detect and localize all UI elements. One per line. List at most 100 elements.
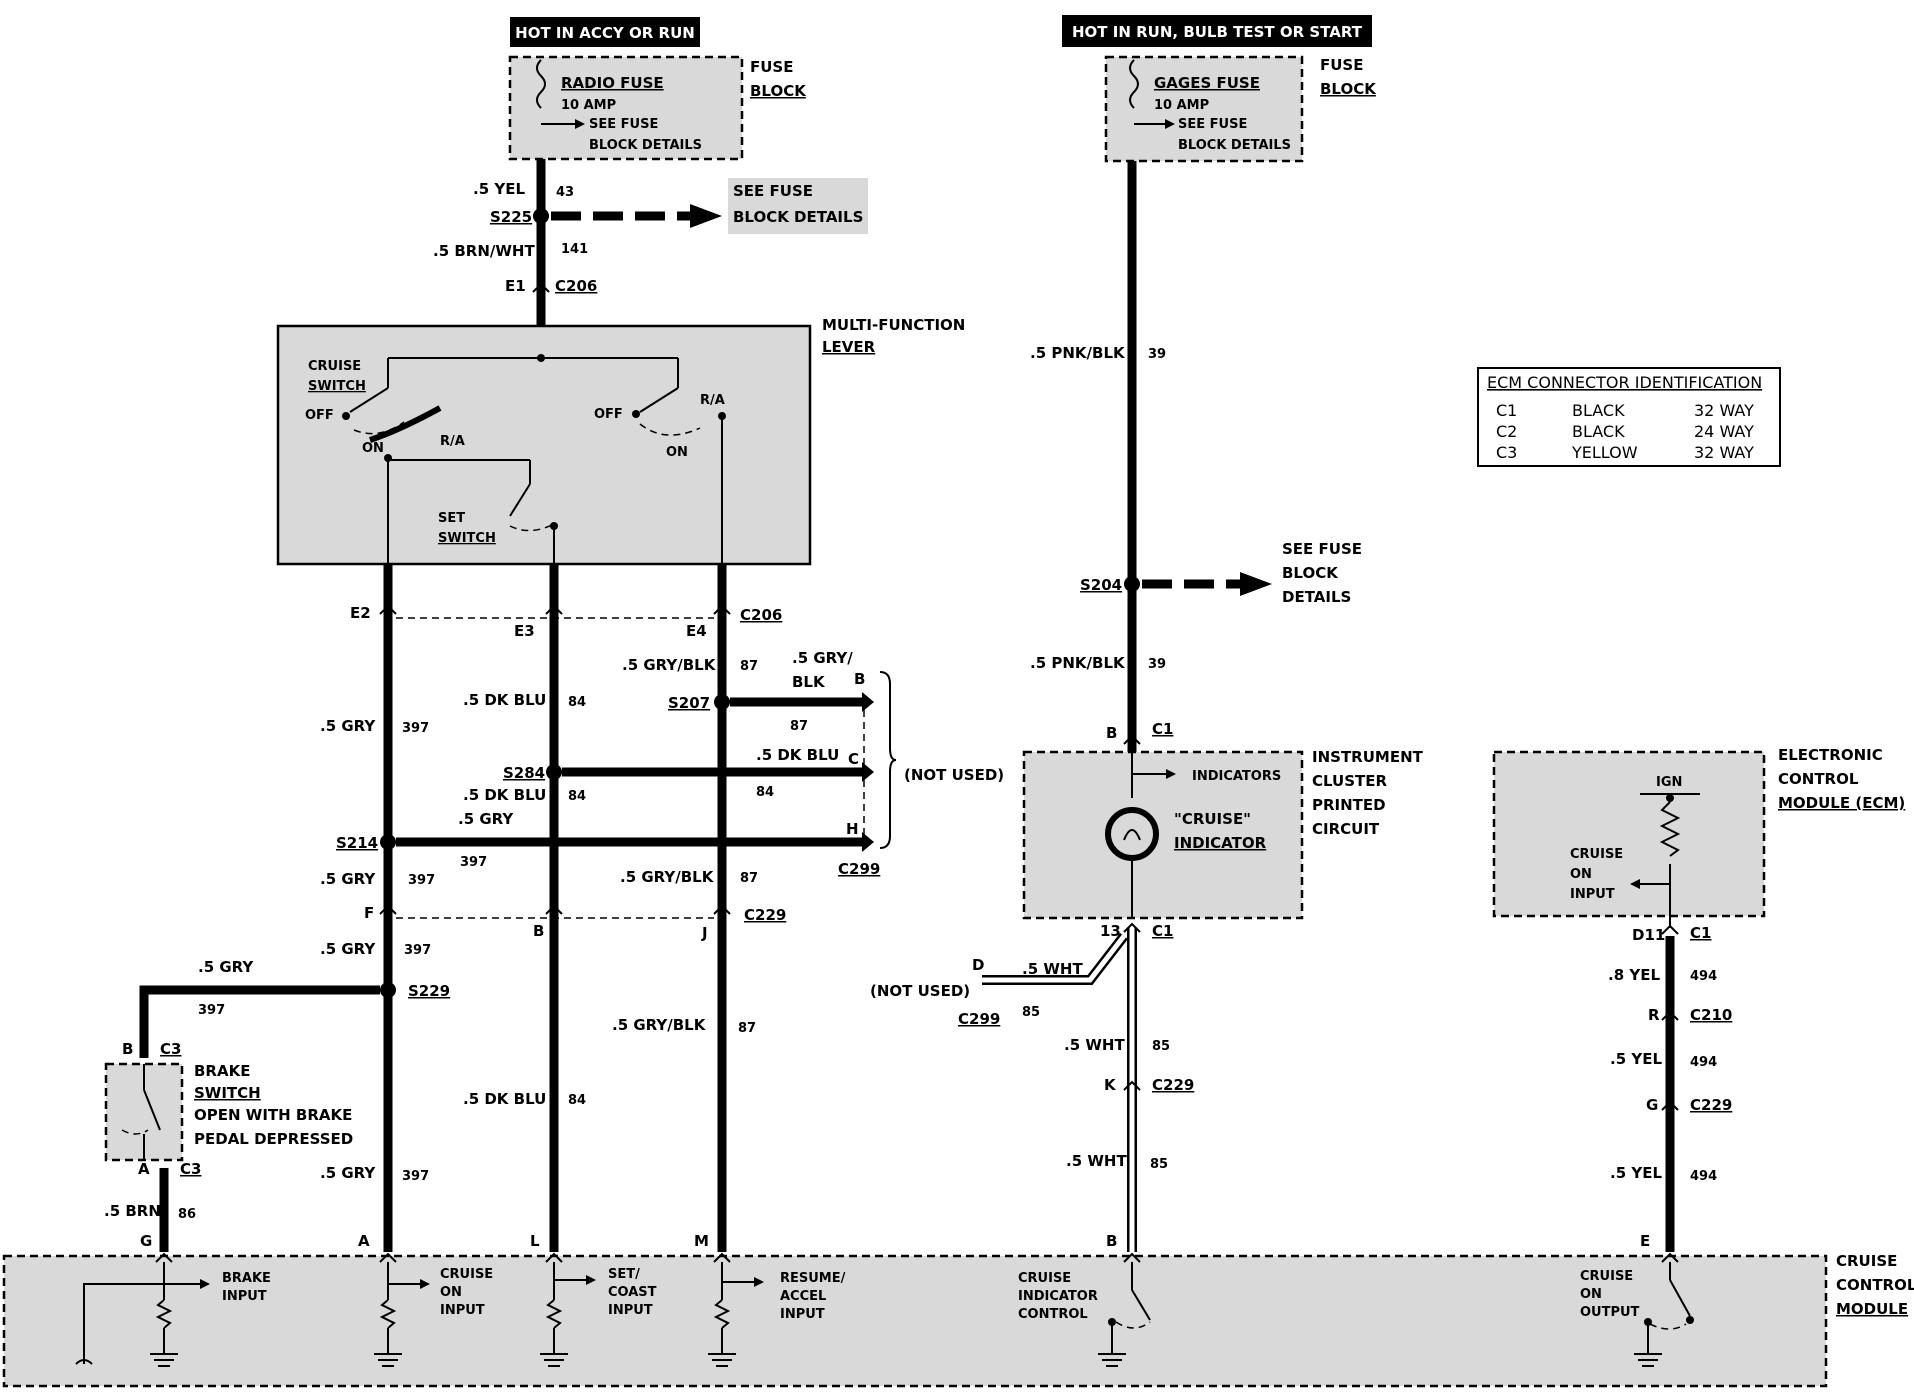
wire-label-wht-low: .5 WHT — [1066, 1152, 1127, 1170]
set-label: SET — [438, 511, 465, 526]
wire-code-87-mid: 87 — [740, 871, 758, 886]
cruise-ra: R/A — [440, 434, 465, 449]
conn-c1-cluster-bottom: C1 — [1152, 922, 1173, 940]
splice-s207 — [714, 694, 730, 710]
conn-r: R — [1648, 1006, 1660, 1024]
cruise-switch-switch: SWITCH — [308, 379, 366, 394]
gages-fuse-box — [1104, 55, 1304, 163]
conn-b-brake: B — [122, 1040, 133, 1058]
ccm-output: OUTPUT — [1580, 1305, 1640, 1320]
radio-fuse-amp: 10 AMP — [561, 98, 616, 113]
ccm-brake-input: INPUT — [222, 1289, 267, 1304]
conn-e4: E4 — [686, 622, 707, 640]
wire-code-494-mid: 494 — [1690, 1055, 1717, 1070]
wire-label-pnkblk-top: .5 PNK/BLK — [1030, 344, 1126, 362]
cruise-switch-cruise: CRUISE — [308, 359, 361, 374]
ccm-pin-b: B — [1106, 1232, 1117, 1250]
splice-s225 — [533, 208, 549, 224]
ccm-set: SET/ — [608, 1267, 640, 1282]
cluster-label-2: CLUSTER — [1312, 772, 1387, 790]
right-block-label: BLOCK — [1320, 80, 1377, 98]
conn-c1-cluster-top: C1 — [1152, 720, 1173, 738]
conn-c3-bottom: C3 — [180, 1160, 201, 1178]
radio-fuse-see: SEE FUSE — [589, 117, 658, 132]
radio-fuse-details: BLOCK DETAILS — [589, 138, 702, 153]
ecm-row-2-color: BLACK — [1572, 422, 1625, 441]
wire-code-84-mid: 84 — [568, 789, 586, 804]
ccm-on-1: ON — [440, 1285, 462, 1300]
ground-icon — [540, 1353, 568, 1367]
ra-label: R/A — [700, 393, 725, 408]
wire-code-39-top: 39 — [1148, 347, 1166, 362]
brake-label-1: BRAKE — [194, 1062, 250, 1080]
wire-s229-brake — [139, 985, 380, 1058]
splice-s204-label: S204 — [1080, 576, 1122, 594]
ccm-on-3: ON — [1580, 1287, 1602, 1302]
wire-label-yel-low: .5 YEL — [1610, 1164, 1662, 1182]
wire-label-yel: .5 YEL — [473, 180, 525, 198]
gages-fuse-symbol — [1129, 59, 1139, 109]
ccm-brake: BRAKE — [222, 1271, 271, 1286]
wire-label-gry-top: .5 GRY — [320, 717, 376, 735]
ecm-label-1: ELECTRONIC — [1778, 746, 1883, 764]
wire-label-brnwht: .5 BRN/WHT — [433, 242, 535, 260]
ccm-label-2: CONTROL — [1836, 1276, 1914, 1294]
ecm-ign: IGN — [1656, 775, 1682, 790]
see-fuse-left-2: BLOCK DETAILS — [733, 208, 863, 226]
left-fuse-label: FUSE — [750, 58, 793, 76]
conn-c229-right: C229 — [1152, 1076, 1194, 1094]
ground-icon — [150, 1353, 178, 1367]
ecm-cruise: CRUISE — [1570, 847, 1623, 862]
conn-d11: D11 — [1632, 926, 1665, 944]
conn-c299-right: C299 — [958, 1010, 1000, 1028]
wire-code-397-mid: 397 — [408, 873, 435, 888]
ecm-label-3: MODULE (ECM) — [1778, 794, 1905, 812]
wire-code-494-top: 494 — [1690, 969, 1717, 984]
wire-code-87-branch: 87 — [790, 719, 808, 734]
cluster-indicator: INDICATOR — [1174, 834, 1267, 852]
ccm-pin-m: M — [694, 1232, 709, 1250]
ccm-label-3: MODULE — [1836, 1300, 1908, 1318]
ccm-cruise-3: CRUISE — [1580, 1269, 1633, 1284]
ecm-box — [1492, 750, 1766, 918]
ccm-resume: RESUME/ — [780, 1271, 846, 1286]
see-fuse-right-2: BLOCK — [1282, 564, 1339, 582]
splice-s214 — [380, 834, 396, 850]
ccm-pin-a: A — [358, 1232, 370, 1250]
conn-c299-left: C299 — [838, 860, 880, 878]
right-fuse-label: FUSE — [1320, 56, 1363, 74]
see-fuse-right-1: SEE FUSE — [1282, 540, 1362, 558]
wire-label-dkblu-top: .5 DK BLU — [463, 691, 546, 709]
see-fuse-left-box — [728, 178, 868, 234]
right-power-header-box — [1062, 15, 1372, 47]
wire-label-pnkblk-low: .5 PNK/BLK — [1030, 654, 1126, 672]
ccm-input-1: INPUT — [440, 1303, 485, 1318]
wire-label-dkblu-mid: .5 DK BLU — [463, 786, 546, 804]
conn-c3-top: C3 — [160, 1040, 181, 1058]
ecm-row-1-color: BLACK — [1572, 401, 1625, 420]
ccm-accel: ACCEL — [780, 1289, 826, 1304]
gages-fuse-see: SEE FUSE — [1178, 117, 1247, 132]
splice-s204 — [1124, 576, 1140, 592]
wire-code-39-low: 39 — [1148, 657, 1166, 672]
conn-c-c299: C — [848, 750, 859, 768]
ecm-on: ON — [1570, 867, 1592, 882]
wire-code-397-low: 397 — [404, 943, 431, 958]
right-power-header: HOT IN RUN, BULB TEST OR START — [1072, 23, 1363, 41]
ccm-cruise-2: CRUISE — [1018, 1271, 1071, 1286]
cluster-indicators: INDICATORS — [1192, 769, 1281, 784]
ecm-row-3-way: 32 WAY — [1694, 443, 1754, 462]
conn-k: K — [1104, 1076, 1117, 1094]
ecm-row-2-id: C2 — [1496, 422, 1517, 441]
splice-s207-label: S207 — [668, 694, 710, 712]
left-power-header-box — [510, 17, 700, 47]
ground-icon — [1098, 1353, 1126, 1367]
wire-code-84-low: 84 — [568, 1093, 586, 1108]
wire-code-141: 141 — [561, 242, 588, 257]
ground-icon — [1634, 1353, 1662, 1367]
wire-label-gry-slash: .5 GRY/ — [792, 649, 853, 667]
multifunction-label-1: MULTI-FUNCTION — [822, 316, 965, 334]
cluster-label-4: CIRCUIT — [1312, 820, 1380, 838]
radio-fuse-symbol — [536, 59, 546, 109]
